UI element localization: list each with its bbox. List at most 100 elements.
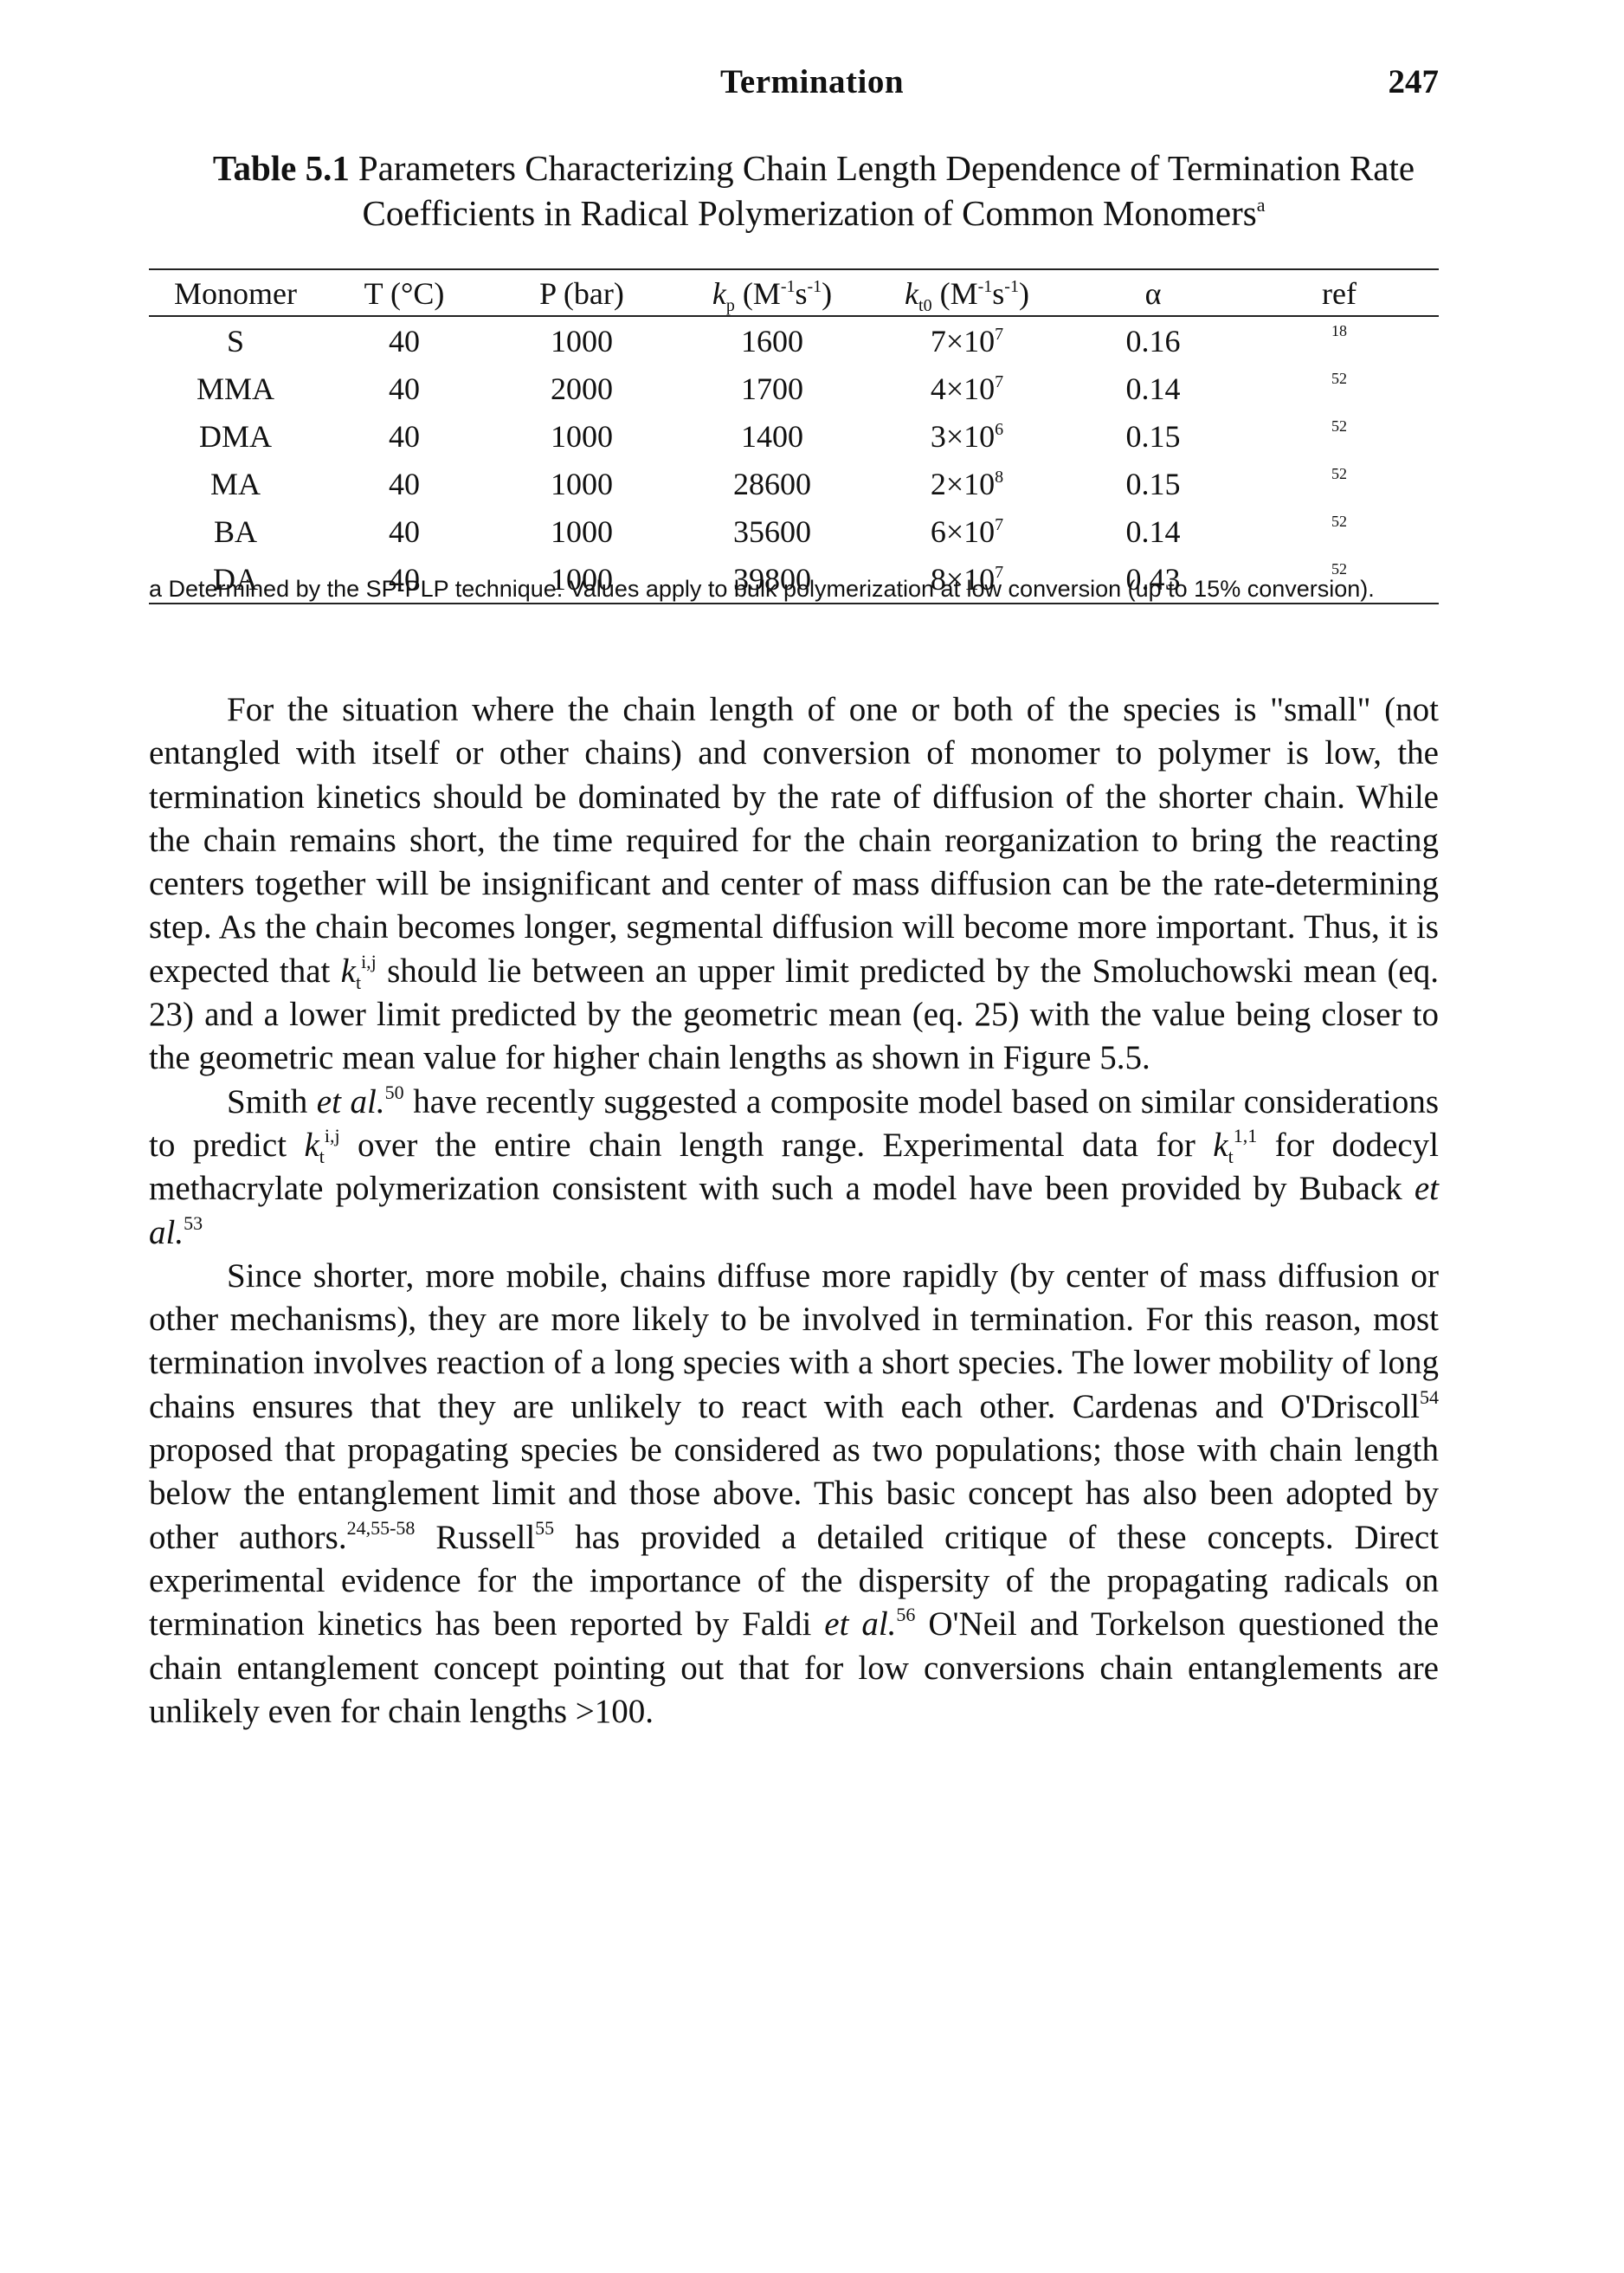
header-row: Monomer T (°C) P (bar) kp (M-1s-1) kt0 (… xyxy=(149,268,1439,317)
cell-alpha: 0.15 xyxy=(1125,466,1181,501)
cell-alpha: 0.14 xyxy=(1125,513,1181,549)
kt-base: 3×10 xyxy=(930,418,996,454)
cell-pressure: 1000 xyxy=(551,323,613,358)
table-footnote: a Determined by the SP-PLP technique. Va… xyxy=(149,576,1375,602)
symbol-k: k xyxy=(340,952,356,990)
cell-ref: 52 xyxy=(1331,370,1347,387)
col-kp: kp (M-1s-1) xyxy=(677,268,867,317)
cell-kp: 1600 xyxy=(741,323,803,358)
cell-pressure: 1000 xyxy=(551,466,613,501)
text-run: Smith xyxy=(227,1082,317,1120)
cell-pressure: 1000 xyxy=(551,513,613,549)
cell-kt: 7×107 xyxy=(867,316,1067,365)
kp-subscript: p xyxy=(725,296,735,315)
kt-exponent: 6 xyxy=(995,419,1004,439)
kt-base: 8×10 xyxy=(930,561,996,597)
kt-exponent: 7 xyxy=(995,324,1004,344)
cell-alpha: 0.14 xyxy=(1125,371,1181,406)
kt-symbol: k xyxy=(905,276,919,311)
citation: 24,55-58 xyxy=(346,1516,416,1539)
cell-pressure: 2000 xyxy=(551,371,613,406)
text-run: Russell xyxy=(415,1518,536,1556)
col-monomer: Monomer xyxy=(149,268,322,317)
cell-monomer: S xyxy=(226,323,245,358)
table-label: Table 5.1 xyxy=(212,148,350,188)
cell-monomer: MMA xyxy=(196,371,275,406)
symbol-sub: t xyxy=(319,1145,325,1167)
kt-exponent: 7 xyxy=(995,514,1004,534)
kt-unit-post: ) xyxy=(1018,276,1029,311)
cell-ref: 18 xyxy=(1331,322,1347,339)
symbol-k: k xyxy=(1213,1126,1228,1164)
kt-base: 7×10 xyxy=(930,323,996,358)
table-row: S 40 1000 1600 7×107 0.16 18 xyxy=(149,316,1439,365)
table-body: S 40 1000 1600 7×107 0.16 18 MMA 40 2000… xyxy=(149,316,1439,604)
text-run: for dodecyl methacrylate polymerization … xyxy=(149,1126,1439,1208)
kp-symbol: k xyxy=(712,276,726,311)
cell-kt: 4×107 xyxy=(867,365,1067,412)
kt-exponent: 8 xyxy=(995,467,1004,487)
cell-kp: 39800 xyxy=(677,555,867,604)
citation: 53 xyxy=(184,1211,203,1234)
kp-exp1: -1 xyxy=(780,277,796,296)
symbol-sup: i,j xyxy=(361,950,377,972)
et-al: et al. xyxy=(316,1082,385,1120)
cell-temperature: 40 xyxy=(389,371,420,406)
cell-ref: 52 xyxy=(1331,417,1347,435)
cell-pressure: 1000 xyxy=(551,418,613,454)
citation: 55 xyxy=(535,1516,555,1539)
kt-base: 4×10 xyxy=(930,371,996,406)
symbol-sub: t xyxy=(355,971,362,993)
text-run: Since shorter, more mobile, chains diffu… xyxy=(149,1256,1439,1425)
kt-unit-mid: s xyxy=(992,276,1005,311)
table-row: DA 40 1000 39800 8×107 0.43 52 xyxy=(149,555,1439,604)
cell-ref: 52 xyxy=(1331,465,1347,482)
kt-base: 2×10 xyxy=(930,466,996,501)
cell-temperature: 40 xyxy=(389,466,420,501)
kt-exp1: -1 xyxy=(977,277,993,296)
table-row: MMA 40 2000 1700 4×107 0.14 52 xyxy=(149,365,1439,412)
cell-temperature: 40 xyxy=(322,555,487,604)
kp-unit-mid: s xyxy=(795,276,808,311)
page-number: 247 xyxy=(1388,63,1440,100)
cell-temperature: 40 xyxy=(389,323,420,358)
cell-kt: 2×108 xyxy=(867,460,1067,507)
symbol-sup: i,j xyxy=(324,1124,340,1146)
table-row: MA 40 1000 28600 2×108 0.15 52 xyxy=(149,460,1439,507)
text-run: should lie between an upper limit predic… xyxy=(149,952,1439,1077)
cell-monomer: DMA xyxy=(198,418,272,454)
symbol-sup: 1,1 xyxy=(1233,1124,1258,1146)
cell-kt: 6×107 xyxy=(867,507,1067,555)
cell-kt: 8×107 xyxy=(867,555,1067,604)
citation: 54 xyxy=(1420,1385,1439,1408)
citation: 56 xyxy=(896,1604,916,1626)
et-al: et al. xyxy=(824,1605,897,1643)
caption-text: Parameters Characterizing Chain Length D… xyxy=(358,148,1415,233)
col-alpha: α xyxy=(1067,268,1240,317)
cell-kt: 3×106 xyxy=(867,412,1067,460)
text-run: For the situation where the chain length… xyxy=(149,691,1439,990)
cell-temperature: 40 xyxy=(389,418,420,454)
text-run: has provided a detailed critique of thes… xyxy=(149,1518,1439,1643)
table: Monomer T (°C) P (bar) kp (M-1s-1) kt0 (… xyxy=(149,268,1439,604)
text-run: proposed that propagating species be con… xyxy=(149,1431,1439,1556)
col-temperature: T (°C) xyxy=(322,268,487,317)
cell-ref: 52 xyxy=(1240,555,1439,604)
cell-kp: 1700 xyxy=(741,371,803,406)
kp-unit-post: ) xyxy=(822,276,833,311)
kp-unit-pre: (M xyxy=(734,276,781,311)
kt-exponent: 7 xyxy=(995,562,1004,582)
cell-pressure: 1000 xyxy=(487,555,677,604)
citation: 50 xyxy=(384,1081,404,1103)
cell-monomer: BA xyxy=(213,513,257,549)
cell-alpha: 0.15 xyxy=(1125,418,1181,454)
text-run: over the entire chain length range. Expe… xyxy=(339,1126,1214,1164)
col-pressure: P (bar) xyxy=(487,268,677,317)
kt-exponent: 7 xyxy=(995,371,1004,391)
cell-kp: 1400 xyxy=(741,418,803,454)
table-head: Monomer T (°C) P (bar) kp (M-1s-1) kt0 (… xyxy=(149,268,1439,317)
col-kt: kt0 (M-1s-1) xyxy=(867,268,1067,317)
kt-exp2: -1 xyxy=(1004,277,1019,296)
cell-ref: 52 xyxy=(1331,513,1347,530)
